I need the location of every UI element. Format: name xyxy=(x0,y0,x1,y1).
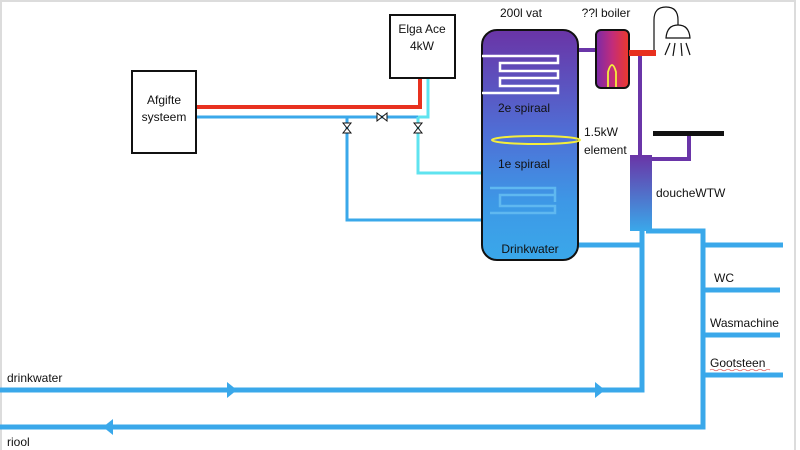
outlet-wasmachine: Wasmachine xyxy=(710,316,779,330)
arrow-left-1 xyxy=(103,419,113,435)
boiler-title: ??l boiler xyxy=(582,6,631,20)
spellcheck-underline xyxy=(709,368,771,372)
vessel-bottom-label: Drinkwater xyxy=(501,242,558,256)
element-label-2: element xyxy=(584,143,627,157)
afgifte-label-1: Afgifte xyxy=(147,93,181,107)
drain-label: riool xyxy=(7,435,30,449)
wtw-label: doucheWTW xyxy=(656,186,726,200)
element-label-1: 1.5kW xyxy=(584,125,619,139)
pipe-cyan-return xyxy=(418,77,430,119)
flow-arrows xyxy=(103,382,605,435)
pipe-hot-supply xyxy=(196,77,422,109)
hot-outlet-pipe xyxy=(629,50,656,56)
shower-icon xyxy=(653,6,691,57)
pipe-supply-riser xyxy=(0,230,645,393)
shower-drain-bar xyxy=(653,131,724,136)
supply-label: drinkwater xyxy=(7,371,62,385)
afgifte-systeem-box: Afgifte systeem xyxy=(131,70,197,154)
heatpump-box: Elga Ace 4kW xyxy=(389,14,456,79)
valve-left[interactable] xyxy=(341,122,353,134)
heatpump-label-2: 4kW xyxy=(410,39,435,53)
arrow-right-2 xyxy=(595,382,605,398)
coil-1-label: 1e spiraal xyxy=(498,157,550,171)
heatpump-label-1: Elga Ace xyxy=(398,22,446,36)
hot-water-pipes xyxy=(578,48,691,162)
douche-wtw xyxy=(630,155,652,231)
pipe-outlet-manifold xyxy=(0,228,706,430)
valve-middle[interactable] xyxy=(376,111,388,123)
coil-1 xyxy=(490,186,557,215)
storage-vessel: 2e spiraal 1e spiraal Drinkwater xyxy=(481,29,581,261)
cold-water-pipes xyxy=(0,228,783,430)
boiler-element-icon xyxy=(607,64,617,87)
outlet-gootsteen: Gootsteen xyxy=(710,356,765,370)
coil-2-label: 2e spiraal xyxy=(498,101,550,115)
arrow-right-1 xyxy=(227,382,237,398)
outlet-wc: WC xyxy=(714,271,734,285)
coil-2 xyxy=(482,54,560,95)
valves xyxy=(341,111,424,134)
vessel-title: 200l vat xyxy=(500,6,543,20)
heating-element-icon xyxy=(491,135,581,145)
afgifte-label-2: systeem xyxy=(142,110,187,124)
boiler: ??l boiler xyxy=(582,6,631,89)
valve-right[interactable] xyxy=(412,122,424,134)
